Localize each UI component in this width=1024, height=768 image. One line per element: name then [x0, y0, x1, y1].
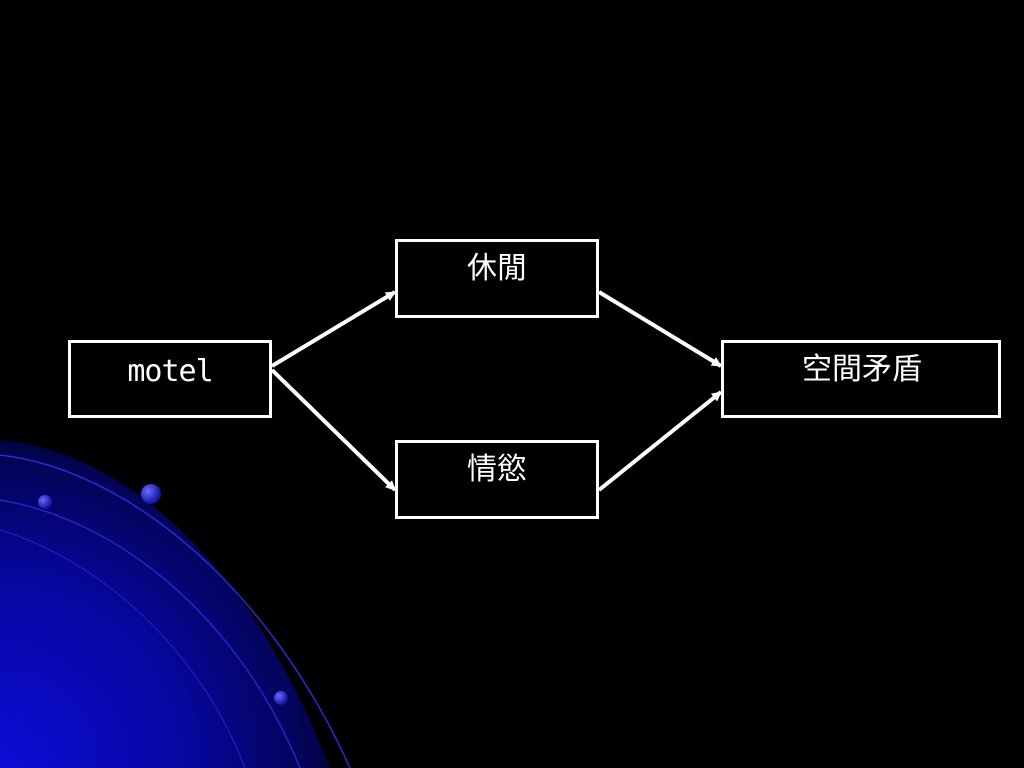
orb-large — [141, 484, 161, 504]
orb-small-bottom — [274, 691, 288, 705]
arrow-motel-to-desire — [270, 368, 397, 492]
corner-glow — [0, 440, 330, 768]
node-motel-label: motel — [127, 354, 213, 389]
arc-line-middle — [0, 499, 301, 768]
node-desire: 情慾 — [395, 440, 599, 519]
node-desire-label: 情慾 — [467, 452, 527, 487]
arrow-leisure-to-contradiction — [597, 290, 723, 368]
node-motel: motel — [68, 340, 272, 418]
node-spatial-contradiction: 空間矛盾 — [721, 340, 1001, 418]
node-leisure-label: 休閒 — [467, 251, 527, 286]
arrow-motel-to-leisure — [270, 290, 397, 368]
arrow-desire-to-contradiction — [597, 390, 723, 492]
node-spatial-contradiction-label: 空間矛盾 — [802, 352, 922, 387]
node-leisure: 休閒 — [395, 239, 599, 318]
arc-line-outer — [0, 454, 351, 768]
orb-small-left — [38, 495, 52, 509]
arc-line-inner — [0, 529, 246, 768]
